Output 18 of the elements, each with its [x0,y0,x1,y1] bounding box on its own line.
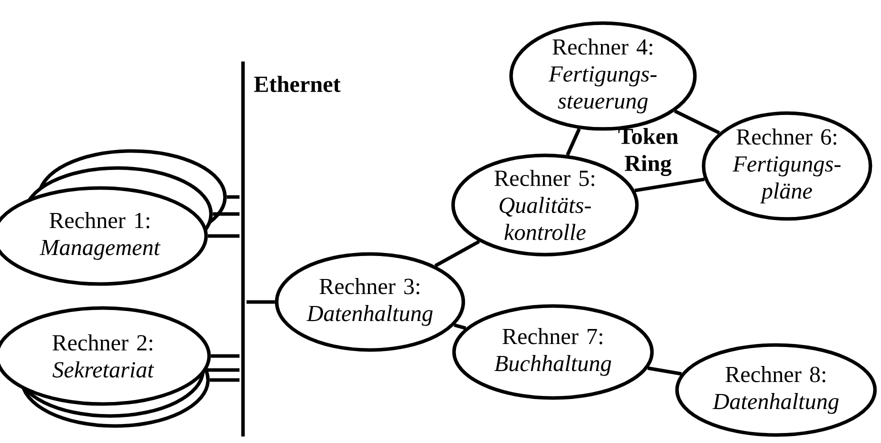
connection-line [454,323,466,330]
connection-line [674,110,720,134]
connection-line [434,240,480,268]
computer-stack-drawing: Rechner 1: Management [0,149,227,286]
connection-line [210,354,240,358]
connection-line [634,178,705,192]
connection-line [648,366,682,376]
connection-line [204,368,240,372]
computer-stack-drawing: Rechner 2: Sekretariat [0,306,211,428]
connection-line [208,234,240,238]
bus-label: Ethernet [254,76,341,92]
connection-line [246,300,275,304]
node-label: Rechner 2: [52,334,152,351]
connection-line [212,212,240,216]
node-label: Sekretariat [52,361,154,378]
connection-line [210,378,240,382]
connection-line [226,195,240,199]
connection-line [566,128,581,156]
